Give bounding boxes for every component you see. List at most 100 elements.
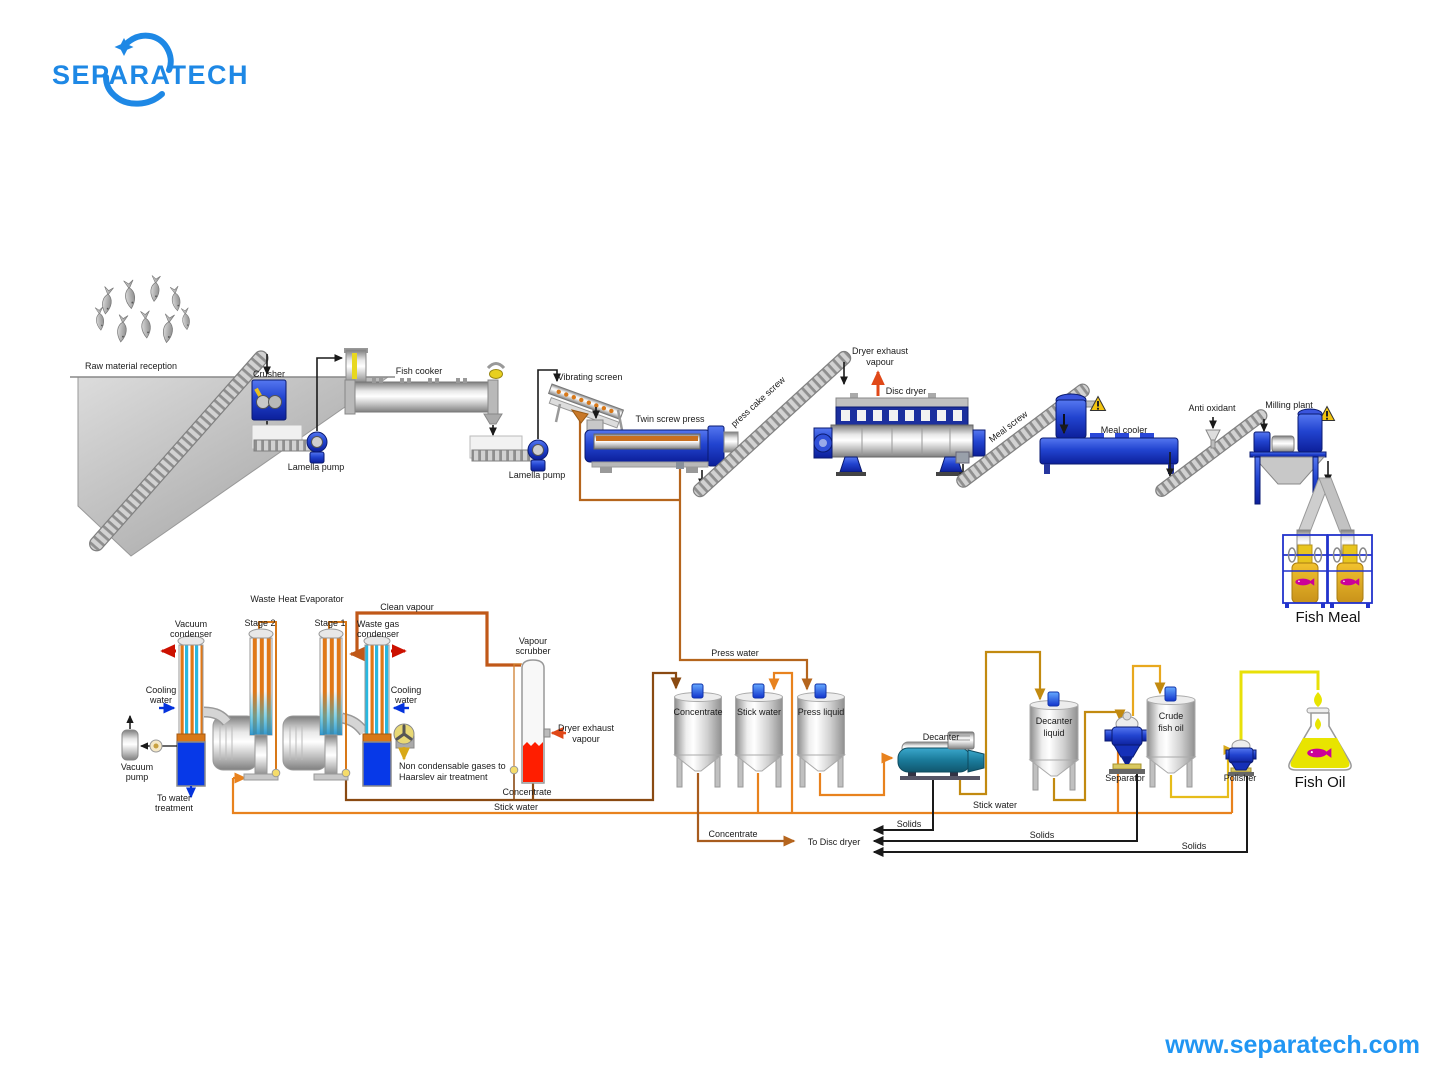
fish-meal-bag <box>1327 534 1373 608</box>
vacuum-pump <box>121 714 177 761</box>
cooling-water-right-label-2: water <box>394 695 417 705</box>
non-condensable-fan <box>393 723 415 761</box>
vapour-scrubber-label-1: Vapour <box>519 636 547 646</box>
waste-gas-condenser-label-1: Waste gas <box>357 619 400 629</box>
fish-icons <box>94 274 191 344</box>
oil-droplet-icon <box>1314 692 1322 707</box>
clean-vapour-pipe <box>349 611 521 667</box>
dis-dryer-window-band <box>835 406 969 426</box>
crusher-label: Crusher <box>253 369 285 379</box>
decanter-liquid-label-1: Decanter <box>1036 716 1073 726</box>
scrubber-dryer-exhaust-label-2: vapour <box>572 734 600 744</box>
waste-gas-condenser <box>362 635 409 787</box>
meal-cooler-machine <box>1039 437 1179 465</box>
anti-oxidant-conveyor <box>1155 409 1268 497</box>
cooling-water-left-label-1: Cooling <box>146 685 177 695</box>
decanter-unit: Decanter <box>897 731 985 780</box>
bagging-splitter-right <box>1318 477 1353 533</box>
valve-icon <box>271 768 281 778</box>
twin-screw-press-unit: Twin screw press <box>584 414 739 488</box>
disc-dryer-unit: Dryer exhaust vapour Disc dryer <box>813 346 986 482</box>
meal-cooler-label: Meal cooler <box>1101 425 1148 435</box>
decanter-liquid-tank: Decanter liquid <box>1028 691 1080 791</box>
vibrating-screen-unit: Vibrating screen <box>547 372 625 431</box>
valve-icon <box>509 765 519 775</box>
logo-text: SEPARATECH <box>52 60 249 90</box>
tank-motor <box>814 683 827 699</box>
crude-fish-oil-tank: Crude fish oil <box>1145 686 1197 788</box>
logo-swoosh-bottom <box>103 74 165 107</box>
solids-label-3: Solids <box>1182 841 1207 851</box>
crude-fish-oil-label-1: Crude <box>1159 711 1184 721</box>
milling-plant-cyclone <box>1297 413 1323 453</box>
waste-heat-evaporator: Waste Heat Evaporator <box>121 594 552 813</box>
polisher-machine <box>1228 747 1254 764</box>
polisher-unit: Polisher <box>1224 739 1257 783</box>
vapour-scrubber-unit: Vapour scrubber Dryer exhaust vapour <box>509 636 615 800</box>
clean-vapour-label: Clean vapour <box>380 602 434 612</box>
disc-dryer-machine <box>830 424 974 458</box>
polisher-label: Polisher <box>1224 773 1257 783</box>
tank-motor <box>752 683 765 699</box>
fish-cooker-machine <box>344 381 498 413</box>
concentrate-bottom-label: Concentrate <box>708 829 757 839</box>
fish-oil-label: Fish Oil <box>1295 774 1346 791</box>
vapour-scrubber-label-2: scrubber <box>515 646 550 656</box>
logo-star-icon <box>114 38 134 56</box>
tank-motor <box>691 683 704 699</box>
stick-water-main-label: Stick water <box>973 800 1017 810</box>
solids-label-1: Solids <box>897 819 922 829</box>
vacuum-condenser-label-1: Vacuum <box>175 619 207 629</box>
to-water-treatment-label-2: treatment <box>155 803 194 813</box>
fish-meal-bagging: Fish Meal <box>1282 477 1373 626</box>
non-condensable-label-1: Non condensable gases to <box>399 761 506 771</box>
stick-water-line-label: Stick water <box>494 802 538 812</box>
waste-gas-condenser-label-2: condenser <box>357 629 399 639</box>
concentrate-tank: Concentrate <box>673 683 723 788</box>
milling-hopper <box>1252 456 1326 485</box>
twin-screw-press-label: Twin screw press <box>635 414 705 424</box>
vibrating-screen-label: Vibrating screen <box>558 372 623 382</box>
press-cake-screw-conveyor <box>692 350 852 498</box>
press-cake-screw-unit: press cake screw <box>692 350 852 498</box>
stage-2-label: Stage 2 <box>244 618 275 628</box>
logo-swoosh-top <box>123 32 174 73</box>
cooling-water-right-label-1: Cooling <box>391 685 422 695</box>
tank-motor <box>1164 686 1177 702</box>
stage-1-label: Stage 1 <box>314 618 345 628</box>
lamella-pump-2-label: Lamella pump <box>509 470 566 480</box>
disc-dryer-label: Disc dryer <box>886 386 927 396</box>
meal-cooler-cyclone <box>1055 399 1087 439</box>
press-liquid-tank: Press liquid <box>796 683 846 788</box>
milling-plant-unit: Milling plant <box>1249 400 1335 505</box>
decanter-liquid-label-2: liquid <box>1043 728 1064 738</box>
evaporator-stage-1 <box>313 628 349 781</box>
fish-oil-flask: Fish Oil <box>1288 692 1352 791</box>
evaporator-stage-2 <box>243 628 279 781</box>
oil-droplet-icon <box>1314 718 1322 730</box>
to-disc-dryer-label: To Disc dryer <box>808 837 861 847</box>
solids-label-2: Solids <box>1030 830 1055 840</box>
raw-material-reception: Raw material reception <box>70 274 395 557</box>
non-condensable-label-2: Haarslev air treatment <box>399 772 488 782</box>
milling-plant-label: Milling plant <box>1265 400 1313 410</box>
scrubber-dryer-exhaust-label-1: Dryer exhaust <box>558 723 615 733</box>
fish-cooker-label: Fish cooker <box>396 366 443 376</box>
separator-machine <box>1111 726 1143 747</box>
valve-icon <box>341 768 351 778</box>
stick-water-tank: Stick water <box>734 683 784 788</box>
separator-unit: Separator <box>1104 711 1150 783</box>
separator-label: Separator <box>1105 773 1145 783</box>
process-pipes <box>231 417 1320 857</box>
lamella-pump-1-label: Lamella pump <box>288 462 345 472</box>
company-logo: SEPARATECH <box>52 32 249 107</box>
meal-cooler-unit: Meal cooler <box>1039 393 1179 478</box>
vacuum-condenser <box>159 635 206 799</box>
decanter-machine <box>897 747 971 773</box>
fish-meal-label: Fish Meal <box>1295 609 1360 626</box>
anti-oxidant-label: Anti oxidant <box>1188 403 1236 413</box>
reception-elevator-conveyor <box>89 350 269 552</box>
stick-water-tank-label: Stick water <box>737 707 781 717</box>
scrubber-liquid <box>523 742 543 782</box>
